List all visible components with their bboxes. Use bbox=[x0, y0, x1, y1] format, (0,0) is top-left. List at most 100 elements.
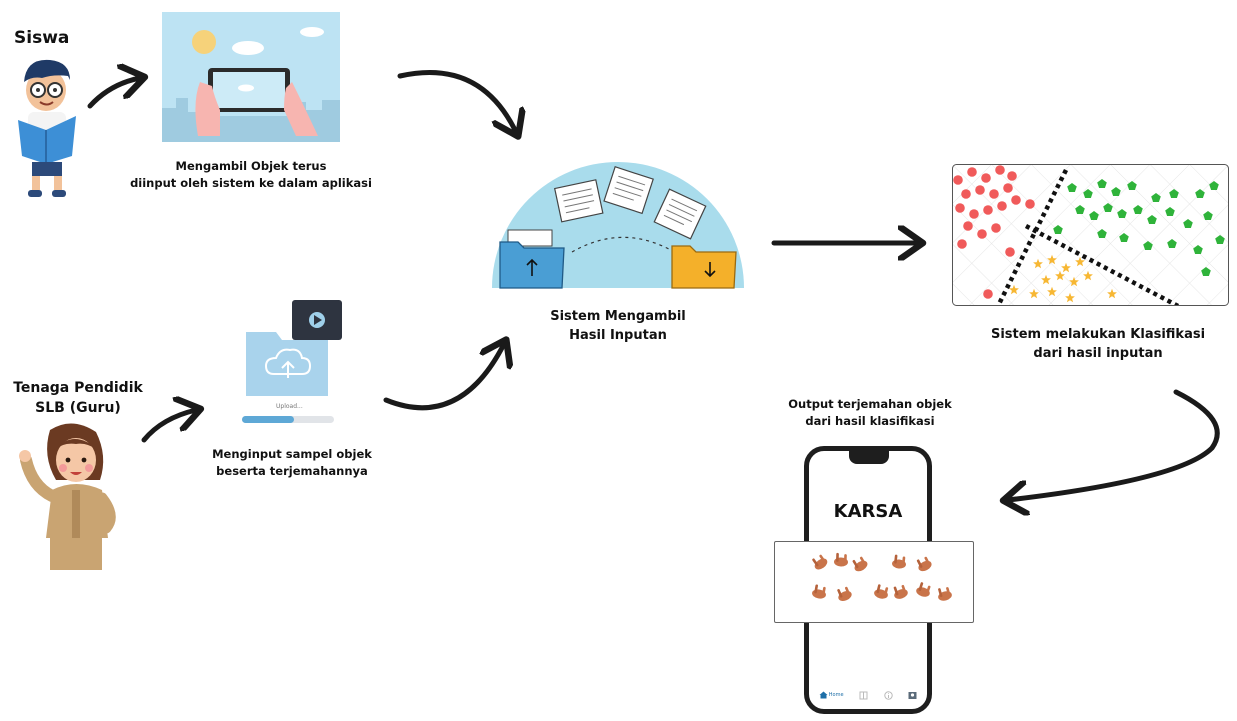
red-class-point bbox=[957, 239, 967, 249]
star-class-point bbox=[1033, 258, 1043, 269]
star-class-point bbox=[1055, 270, 1065, 281]
upload-progress-text: Upload... bbox=[276, 403, 303, 410]
green-class-point bbox=[1083, 189, 1093, 198]
guru-label: Tenaga Pendidik SLB (Guru) bbox=[4, 378, 152, 419]
star-class-point bbox=[1083, 270, 1093, 281]
star-class-point bbox=[1075, 256, 1085, 267]
green-class-point bbox=[1215, 235, 1225, 244]
classify-caption-line1: Sistem melakukan Klasifikasi bbox=[990, 327, 1206, 342]
classify-caption-line2: dari hasil inputan bbox=[1033, 345, 1163, 361]
green-class-point bbox=[1067, 183, 1077, 192]
hand-sign bbox=[892, 554, 906, 569]
hand-sign bbox=[852, 556, 868, 572]
system-transfer-illustration bbox=[492, 162, 744, 289]
capture-caption-line2: diinput oleh sistem ke dalam aplikasi bbox=[130, 175, 372, 190]
arrow-capture-to-system bbox=[397, 70, 516, 132]
green-class-point bbox=[1097, 179, 1107, 188]
red-class-point bbox=[1003, 183, 1013, 193]
red-class-point bbox=[991, 223, 1001, 233]
hand-sign bbox=[916, 556, 932, 572]
red-class-point bbox=[981, 173, 991, 183]
red-class-point bbox=[1007, 171, 1017, 181]
red-class-point bbox=[969, 209, 979, 219]
star-class-point bbox=[1061, 262, 1071, 273]
capture-caption-line1: Mengambil Objek terus bbox=[175, 159, 327, 173]
teacher-illustration bbox=[19, 423, 116, 570]
green-class-point bbox=[1203, 211, 1213, 220]
profile-icon[interactable] bbox=[908, 691, 917, 700]
student-illustration bbox=[18, 59, 76, 197]
red-class-point bbox=[955, 203, 965, 213]
red-class-point bbox=[983, 205, 993, 215]
hand-sign bbox=[874, 584, 889, 599]
siswa-label: Siswa bbox=[14, 28, 70, 48]
system-caption-line2: Hasil Inputan bbox=[569, 327, 667, 343]
green-class-point bbox=[1147, 215, 1157, 224]
classify-caption: Sistem melakukan Klasifikasi dari hasil … bbox=[976, 326, 1220, 364]
red-class-point bbox=[975, 185, 985, 195]
star-class-point bbox=[1107, 288, 1117, 299]
green-class-point bbox=[1167, 239, 1177, 248]
red-class-point bbox=[953, 175, 963, 185]
arrow-classify-to-phone bbox=[1008, 389, 1220, 500]
green-class-point bbox=[1127, 181, 1137, 190]
app-title: KARSA bbox=[833, 501, 903, 522]
arrow-upload-to-system bbox=[383, 344, 504, 411]
home-icon bbox=[819, 691, 828, 699]
arrow-guru-to-upload bbox=[141, 410, 196, 443]
upload-illustration bbox=[242, 300, 342, 423]
green-class-point bbox=[1151, 193, 1161, 202]
book-icon[interactable] bbox=[859, 691, 868, 700]
green-class-point bbox=[1169, 189, 1179, 198]
red-class-point bbox=[995, 165, 1005, 175]
output-caption: Output terjemahan objek dari hasil klasi… bbox=[770, 396, 970, 429]
guru-label-line2: SLB (Guru) bbox=[35, 400, 121, 417]
output-caption-line2: dari hasil klasifikasi bbox=[805, 413, 935, 428]
hand-sign bbox=[916, 582, 931, 597]
hand-sign bbox=[812, 584, 826, 599]
hand-sign bbox=[938, 587, 952, 601]
hand-sign bbox=[893, 584, 908, 599]
star-class-point bbox=[1009, 284, 1019, 295]
red-class-point bbox=[997, 201, 1007, 211]
guru-label-line1: Tenaga Pendidik bbox=[13, 380, 143, 396]
star-class-point bbox=[1029, 288, 1039, 299]
sign-result-card bbox=[774, 541, 974, 623]
nav-home-label: Home bbox=[828, 692, 844, 698]
system-caption: Sistem Mengambil Hasil Inputan bbox=[520, 308, 716, 346]
green-class-point bbox=[1133, 205, 1143, 214]
green-class-point bbox=[1089, 211, 1099, 220]
green-class-point bbox=[1209, 181, 1219, 190]
green-class-point bbox=[1117, 209, 1127, 218]
green-class-point bbox=[1143, 241, 1153, 250]
nav-home[interactable]: Home bbox=[819, 691, 844, 699]
red-class-point bbox=[989, 189, 999, 199]
hand-sign bbox=[834, 552, 848, 567]
red-class-point bbox=[963, 221, 973, 231]
green-class-point bbox=[1201, 267, 1211, 276]
star-class-point bbox=[1065, 292, 1075, 303]
red-class-point bbox=[961, 189, 971, 199]
red-class-point bbox=[967, 167, 977, 177]
star-class-point bbox=[1047, 254, 1057, 265]
green-class-point bbox=[1111, 187, 1121, 196]
info-icon[interactable] bbox=[883, 690, 893, 700]
green-class-point bbox=[1119, 233, 1129, 242]
green-class-point bbox=[1075, 205, 1085, 214]
hand-signs-image bbox=[812, 552, 952, 601]
red-class-point bbox=[1005, 247, 1015, 257]
red-class-point bbox=[983, 289, 993, 299]
phone-notch bbox=[849, 450, 889, 464]
upload-caption: Menginput sampel objek beserta terjemaha… bbox=[204, 446, 380, 479]
red-class-point bbox=[1011, 195, 1021, 205]
star-class-point bbox=[1069, 276, 1079, 287]
hand-sign bbox=[837, 586, 852, 601]
star-class-point bbox=[1041, 274, 1051, 285]
star-class-point bbox=[1047, 286, 1057, 297]
green-class-point bbox=[1053, 225, 1063, 234]
green-class-point bbox=[1165, 207, 1175, 216]
arrow-siswa-to-capture bbox=[87, 78, 140, 109]
upload-caption-line1: Menginput sampel objek bbox=[212, 447, 372, 461]
green-class-point bbox=[1103, 203, 1113, 212]
